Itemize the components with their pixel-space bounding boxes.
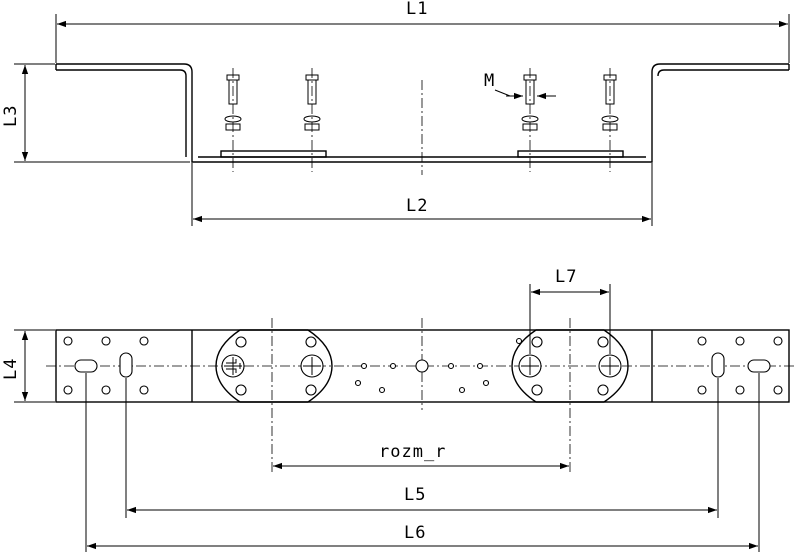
dimension-m: M (484, 71, 556, 100)
screw-3 (521, 68, 539, 172)
label-rozm-r: rozm_r (379, 442, 446, 462)
left-end-holes (63, 336, 149, 395)
right-end-holes (697, 336, 783, 395)
bar-outline (55, 329, 790, 403)
screw-head-1 (221, 354, 245, 378)
front-view: L4 L7 rozm_r L5 L6 (1, 267, 796, 552)
label-l6: L6 (404, 523, 426, 543)
mounting-plate-right (517, 150, 624, 158)
dimension-l6: L6 (85, 373, 760, 552)
mounting-plate-left (220, 150, 327, 158)
screw-2 (303, 68, 321, 172)
label-l2: L2 (406, 196, 428, 216)
dimension-l2: L2 (191, 163, 653, 226)
left-plate-details (221, 318, 324, 472)
dimension-l7: L7 (529, 267, 611, 354)
dimension-l3: L3 (1, 63, 190, 163)
label-m: M (484, 71, 495, 91)
screw-head-2 (300, 354, 324, 378)
label-l5: L5 (404, 485, 426, 505)
dimension-rozm-r: rozm_r (273, 442, 569, 470)
right-plate-details (515, 318, 622, 472)
middle-holes (354, 359, 490, 394)
screw-head-4 (598, 354, 622, 378)
bracket-profile-outer (56, 63, 789, 163)
dimension-l1: L1 (55, 0, 790, 63)
screw-head-3 (518, 354, 542, 378)
bracket-profile-inner (56, 69, 789, 158)
dimension-l4: L4 (1, 329, 55, 403)
label-l4: L4 (1, 358, 21, 380)
label-l1: L1 (406, 0, 428, 19)
plate-right (511, 329, 629, 403)
screw-4 (601, 68, 619, 172)
plate-left (215, 329, 333, 403)
dimension-l5: L5 (125, 378, 719, 518)
label-l3: L3 (1, 105, 21, 127)
label-l7: L7 (555, 267, 577, 287)
side-view: M L1 L3 L2 (1, 0, 790, 226)
screw-1 (224, 68, 242, 172)
